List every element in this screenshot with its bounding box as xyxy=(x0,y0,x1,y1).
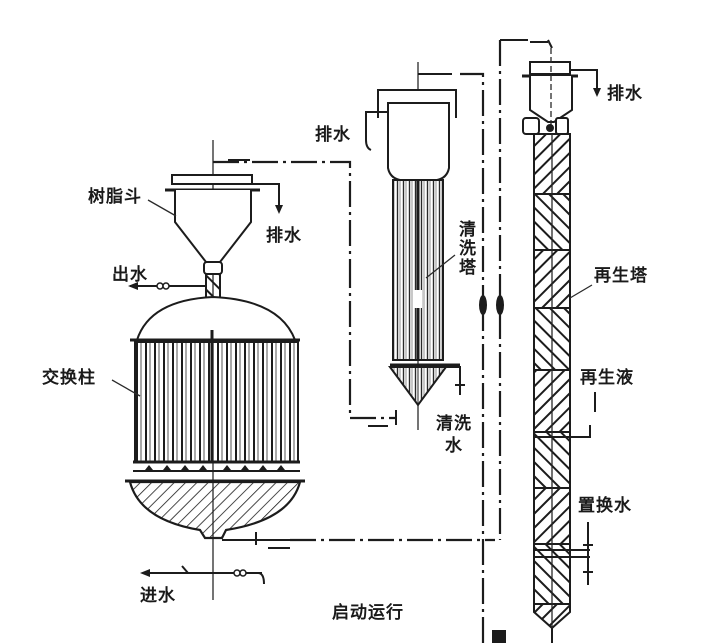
wash-tower-assembly xyxy=(348,62,485,430)
label-wash-tower: 清洗塔 xyxy=(455,220,475,277)
exchange-column-bottom xyxy=(128,480,302,540)
resin-hopper-lid xyxy=(171,174,253,185)
exchange-column-dome xyxy=(136,295,296,341)
wash-tower-drain-pipe xyxy=(365,111,388,151)
regen-tower-assembly xyxy=(522,48,601,643)
label-regen-tower: 再生塔 xyxy=(594,266,648,286)
wash-water-pipe xyxy=(446,366,461,395)
hopper-to-wash-tower-line xyxy=(213,160,352,262)
label-wash-water-line2: 水 xyxy=(445,436,463,456)
label-hopper-drain: 排水 xyxy=(266,226,302,246)
label-resin-hopper: 树脂斗 xyxy=(88,187,142,207)
wash-tower-cone xyxy=(388,366,448,407)
wash-tower-overflow-line xyxy=(460,72,485,305)
label-displacement-water: 置换水 xyxy=(578,496,632,516)
distributor-nozzles xyxy=(145,465,285,470)
label-inlet-water: 进水 xyxy=(140,586,176,606)
exchange-column-leader xyxy=(111,379,141,397)
resin-hopper-leader xyxy=(147,199,177,217)
regen-tower-cap xyxy=(529,61,571,75)
regen-liquid-pipe xyxy=(570,425,591,438)
hopper-drain-pipe xyxy=(252,183,280,210)
exchange-column-body xyxy=(134,341,299,463)
label-wash-tower-drain: 排水 xyxy=(315,125,351,145)
label-exchange-column: 交换柱 xyxy=(42,368,96,388)
riser-lines xyxy=(479,39,553,643)
exchange-column-assembly xyxy=(125,140,495,600)
regen-tower-drain-pipe xyxy=(570,69,598,92)
regen-tower-column xyxy=(533,133,571,643)
wash-tower-head xyxy=(387,102,450,181)
label-outlet-water: 出水 xyxy=(112,265,148,285)
resin-hopper xyxy=(174,190,252,263)
diagram-title: 启动运行 xyxy=(332,603,404,623)
label-regen-tower-drain: 排水 xyxy=(607,84,643,104)
label-regen-liquid: 再生液 xyxy=(580,368,634,388)
label-wash-water-line1: 清洗 xyxy=(436,414,472,434)
wash-tower-return-line xyxy=(348,262,395,420)
